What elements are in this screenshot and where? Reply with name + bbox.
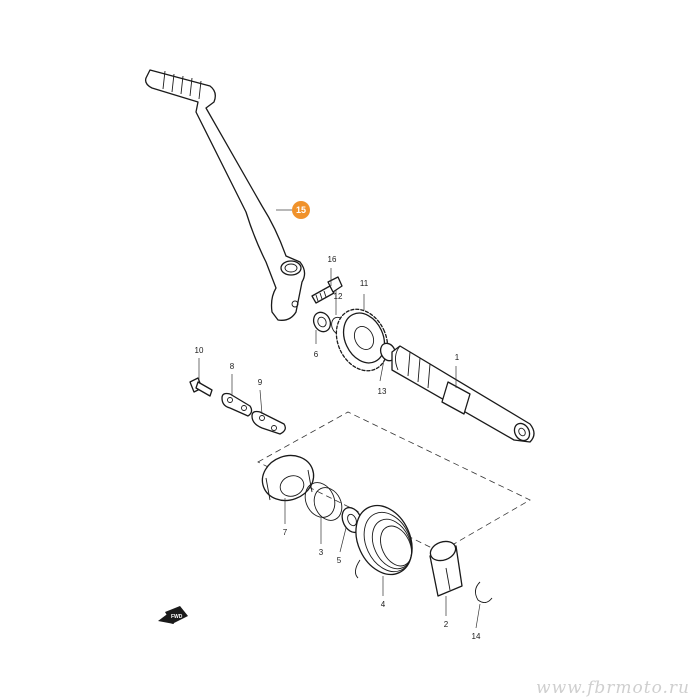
callout-13: 13: [378, 387, 387, 396]
callout-16: 16: [328, 255, 337, 264]
callout-5: 5: [337, 556, 342, 565]
watermark: www.fbrmoto.ru: [536, 678, 690, 698]
spring-guide-sleeve: [429, 540, 463, 597]
callout-4: 4: [381, 600, 386, 609]
washer: [312, 311, 332, 333]
callout-labels: 15 16 11 12 6 13 1 10 8 9 7 3 5 4 2 14: [195, 201, 481, 641]
stopper-plate: [221, 392, 253, 417]
forward-arrow-icon: FWD: [158, 606, 188, 624]
callout-2: 2: [444, 620, 449, 629]
plate: [251, 410, 286, 435]
shaft-circlip: [475, 581, 493, 603]
drive-gear: [261, 454, 315, 502]
callout-15: 15: [296, 205, 306, 215]
callout-12: 12: [334, 292, 343, 301]
kick-spring: [355, 504, 413, 579]
kick-lever: [144, 69, 306, 321]
callout-11: 11: [360, 279, 369, 288]
callout-3: 3: [319, 548, 324, 557]
bolt: [311, 276, 343, 304]
callout-8: 8: [230, 362, 235, 371]
leader-lines: [198, 209, 481, 629]
callout-6: 6: [314, 350, 319, 359]
guide-bolt: [189, 377, 213, 397]
assembly-outline: [257, 411, 531, 553]
forward-label: FWD: [171, 614, 183, 620]
callout-9: 9: [258, 378, 263, 387]
callout-10: 10: [195, 346, 204, 355]
kick-shaft: [391, 345, 535, 443]
highlight-marker: [292, 201, 310, 219]
callout-14: 14: [472, 632, 481, 641]
kick-gear: [335, 308, 389, 372]
spring-guide: [304, 482, 343, 521]
callout-7: 7: [283, 528, 288, 537]
callout-1: 1: [455, 353, 460, 362]
